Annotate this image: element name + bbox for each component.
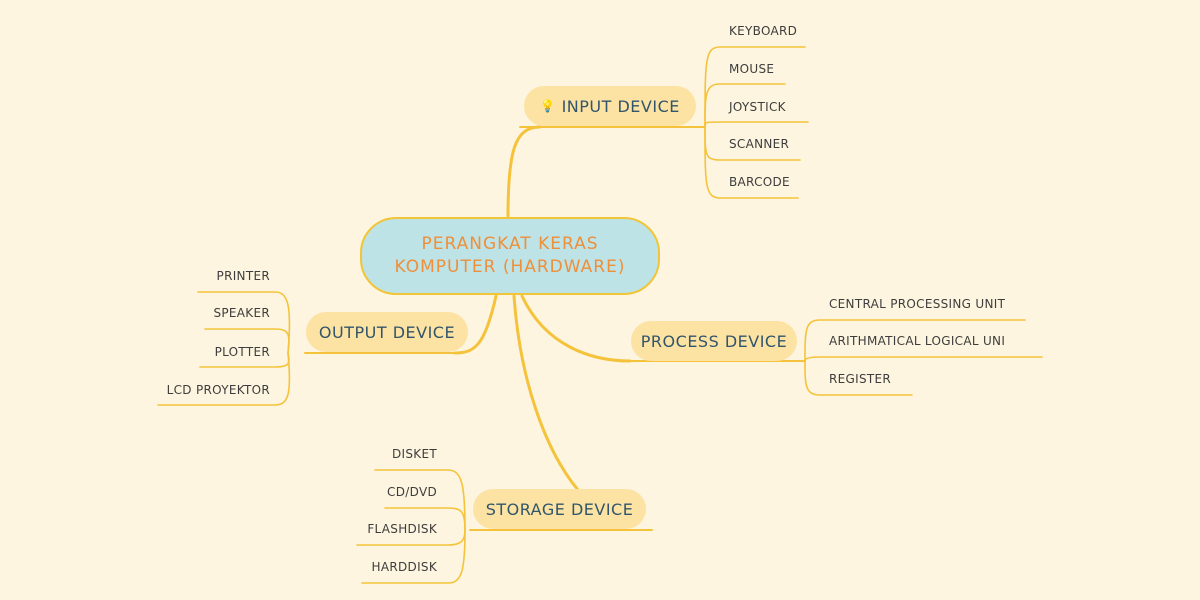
leaf-input-barcode[interactable]: BARCODE [729, 175, 790, 189]
leaf-process-cpu[interactable]: CENTRAL PROCESSING UNIT [829, 297, 1006, 311]
lightbulb-icon: 💡 [540, 99, 556, 113]
leaf-output-lcd-proyektor[interactable]: LCD PROYEKTOR [166, 383, 270, 397]
leaf-input-joystick[interactable]: JOYSTICK [729, 100, 786, 114]
leaf-input-scanner[interactable]: SCANNER [729, 137, 790, 151]
central-topic-line-2: KOMPUTER (HARDWARE) [394, 257, 626, 277]
branch-input-device[interactable]: 💡 INPUT DEVICE [524, 86, 696, 126]
branch-process-device-label: PROCESS DEVICE [640, 331, 788, 351]
central-topic[interactable]: PERANGKAT KERAS KOMPUTER (HARDWARE) [360, 217, 660, 295]
branch-input-device-label: INPUT DEVICE [561, 96, 680, 116]
leaf-output-printer[interactable]: PRINTER [216, 269, 270, 283]
leaf-storage-disket[interactable]: DISKET [392, 447, 437, 461]
branch-storage-device-label: STORAGE DEVICE [485, 499, 634, 519]
leaf-output-plotter[interactable]: PLOTTER [214, 345, 270, 359]
branch-output-device[interactable]: OUTPUT DEVICE [306, 312, 468, 352]
leaf-storage-harddisk[interactable]: HARDDISK [371, 560, 437, 574]
branch-storage-device[interactable]: STORAGE DEVICE [473, 489, 646, 529]
leaf-output-speaker[interactable]: SPEAKER [213, 306, 270, 320]
central-topic-line-1: PERANGKAT KERAS [421, 234, 599, 254]
leaf-process-alu[interactable]: ARITHMATICAL LOGICAL UNI [829, 334, 1006, 348]
leaf-storage-cd-dvd[interactable]: CD/DVD [387, 485, 437, 499]
branch-process-device[interactable]: PROCESS DEVICE [631, 321, 797, 361]
leaf-process-register[interactable]: REGISTER [829, 372, 892, 386]
leaf-input-mouse[interactable]: MOUSE [729, 62, 775, 76]
leaf-storage-flashdisk[interactable]: FLASHDISK [367, 522, 437, 536]
leaf-input-keyboard[interactable]: KEYBOARD [729, 24, 798, 38]
branch-output-device-label: OUTPUT DEVICE [318, 322, 456, 342]
